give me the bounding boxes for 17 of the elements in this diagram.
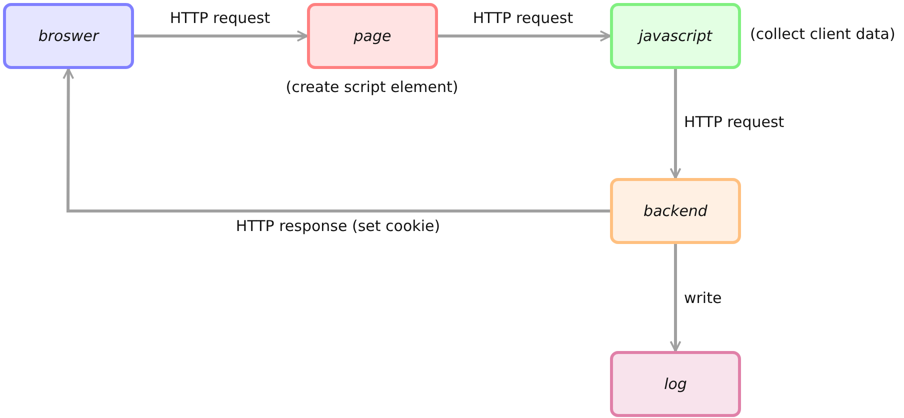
- arrow: [670, 69, 682, 179]
- arrow: [670, 244, 682, 352]
- node-label: broswer: [38, 27, 99, 45]
- arrow: [438, 30, 611, 42]
- process-box: [307, 3, 438, 69]
- arrow: [134, 30, 308, 42]
- node-label: log: [664, 375, 687, 393]
- node-label: page: [354, 27, 392, 45]
- node-label: backend: [644, 202, 708, 220]
- arrow: [62, 68, 610, 212]
- process-box: [3, 3, 134, 69]
- process-box: [610, 178, 741, 244]
- process-box: [610, 351, 741, 417]
- node-label: javascript: [638, 27, 712, 45]
- edge-label: HTTP request: [682, 113, 786, 131]
- node-note: (collect client data): [748, 25, 898, 43]
- process-box: [610, 3, 741, 69]
